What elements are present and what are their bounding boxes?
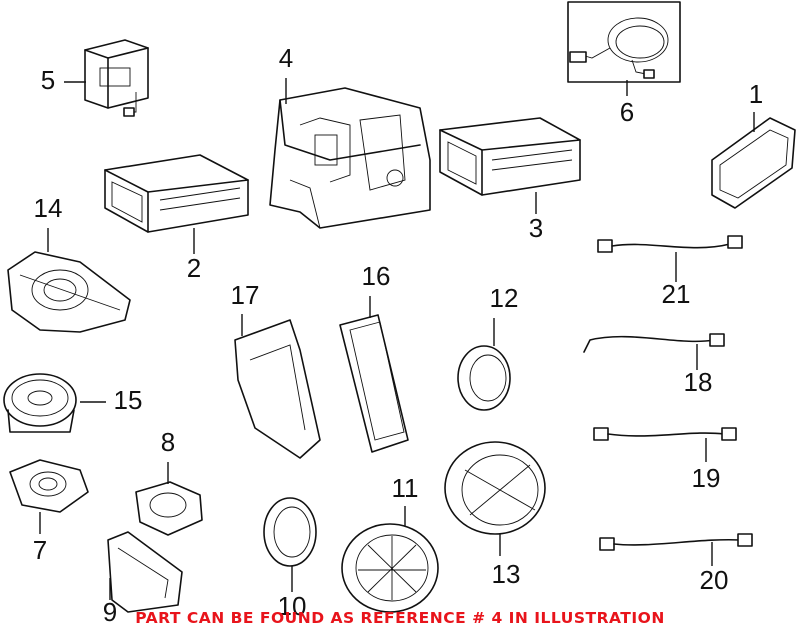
part-20-cable (599, 533, 753, 551)
callout-6: 6 (620, 97, 634, 127)
part-17-bracket (234, 319, 321, 459)
part-5-control-module (84, 39, 149, 117)
part-19-cable (593, 427, 737, 441)
part-7-tweeter (9, 459, 89, 513)
callout-14: 14 (34, 193, 63, 223)
callout-18: 18 (684, 367, 713, 397)
part-15-speaker (3, 373, 77, 433)
callout-12: 12 (490, 283, 519, 313)
callout-5: 5 (41, 65, 55, 95)
part-9-speaker-grille (107, 531, 183, 613)
callout-9: 9 (103, 597, 117, 627)
callout-7: 7 (33, 535, 47, 565)
part-18-cable (583, 333, 725, 353)
callout-1: 1 (749, 79, 763, 109)
part-12-speaker (457, 345, 511, 411)
callout-20: 20 (700, 565, 729, 595)
part-2-amplifier-unit (104, 154, 249, 233)
part-6-cable-harness (567, 1, 681, 83)
part-4-mounting-bracket (269, 87, 431, 229)
part-11-woofer (341, 523, 439, 613)
part-1-display-unit (711, 117, 796, 209)
callout-16: 16 (362, 261, 391, 291)
callout-10: 10 (278, 591, 307, 621)
callout-15: 15 (114, 385, 143, 415)
part-8-speaker (135, 481, 203, 536)
reference-notice: PART CAN BE FOUND AS REFERENCE # 4 IN IL… (135, 609, 665, 627)
callout-11: 11 (392, 473, 419, 503)
part-16-panel (339, 314, 409, 453)
leader-lines (39, 78, 755, 600)
callout-2: 2 (187, 253, 201, 283)
part-10-speaker (263, 497, 317, 567)
callout-8: 8 (161, 427, 175, 457)
callout-3: 3 (529, 213, 543, 243)
part-14-subwoofer (7, 251, 131, 333)
callout-19: 19 (692, 463, 721, 493)
callout-13: 13 (492, 559, 521, 589)
callout-4: 4 (279, 43, 293, 73)
callout-21: 21 (662, 279, 691, 309)
part-3-radio-unit (439, 117, 581, 196)
callout-17: 17 (231, 280, 260, 310)
part-13-speaker (444, 441, 546, 535)
part-21-cable (597, 235, 743, 253)
